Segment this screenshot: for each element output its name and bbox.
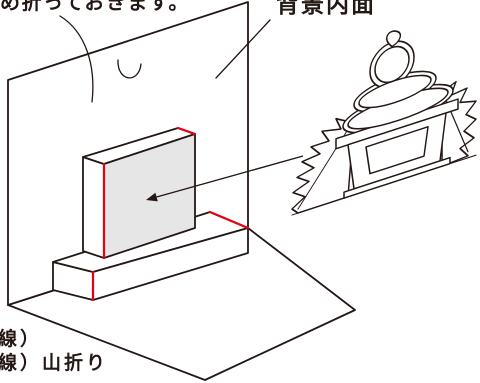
base-top-right-red-line bbox=[208, 210, 250, 230]
background-inner-face-label: 背景内面 bbox=[276, 0, 376, 18]
cutout-bottom-fold-line bbox=[291, 154, 477, 216]
legend-line-1: 線） bbox=[0, 328, 43, 350]
arrow-head-icon bbox=[146, 192, 158, 202]
kagami-mochi-cutout bbox=[291, 30, 477, 216]
box-top-right-red-line bbox=[176, 126, 197, 136]
fold-mark-curve bbox=[117, 59, 142, 79]
daidai-orange bbox=[374, 45, 410, 84]
orange-leaf bbox=[386, 30, 402, 48]
wall-label-leader-line bbox=[215, 19, 271, 79]
placement-arrow bbox=[146, 155, 304, 202]
box-left-face bbox=[82, 156, 105, 259]
placement-arrow-shaft bbox=[156, 155, 304, 198]
sanbo-window bbox=[365, 126, 429, 175]
note-leader-curve bbox=[59, 15, 94, 103]
legend-line-2-mountain-fold: 線）山折り bbox=[0, 352, 109, 374]
top-instruction-note: め折っておきます。 bbox=[0, 0, 190, 14]
